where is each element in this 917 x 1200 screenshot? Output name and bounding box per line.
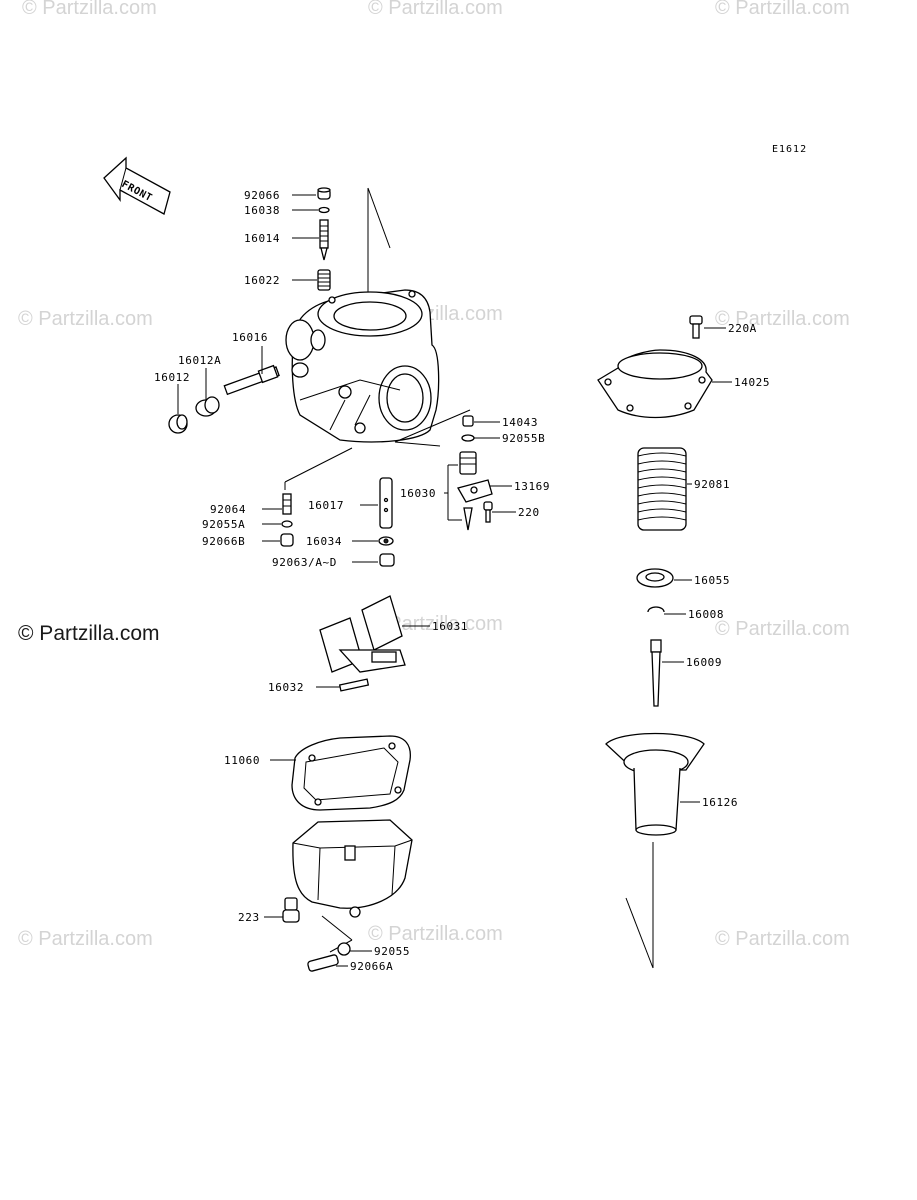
part-92063-main-jet [379,553,395,567]
watermark: © Partzilla.com [715,308,850,330]
part-label: 14025 [734,376,770,389]
part-label: 16009 [686,656,722,669]
part-label: 16030 [400,487,436,500]
part-float-bowl [292,819,413,918]
watermark: © Partzilla.com [715,618,850,640]
part-label: 13169 [514,480,550,493]
part-label: 220A [728,322,757,335]
watermark-prominent: © Partzilla.com [18,622,160,645]
part-label: 16032 [268,681,304,694]
part-label: 16126 [702,796,738,809]
part-label: 16016 [232,331,268,344]
part-92081-spring [637,447,687,531]
watermark: © Partzilla.com [715,0,850,19]
leader-lines [177,194,732,967]
watermark: © Partzilla.com [18,308,153,330]
watermark: © Partzilla.com [368,613,503,635]
part-label: 92066A [350,960,393,973]
part-label: 16031 [432,620,468,633]
part-220A-screw [689,315,703,339]
part-label: 220 [518,506,540,519]
part-92055A-o-ring [281,520,293,528]
part-carburetor-body [285,289,440,443]
part-16030-valve-seat [459,451,477,531]
diagram-code: E1612 [772,144,807,155]
part-label: 92063/A~D [272,556,337,569]
part-16014-screw [319,219,329,261]
watermark: © Partzilla.com [18,928,153,950]
part-label: 16008 [688,608,724,621]
part-16032-pin [338,678,370,692]
part-11060-gasket [291,735,411,811]
part-220-screw [483,501,493,523]
part-16012A-fitting [195,396,220,417]
part-16022-spring [317,269,331,291]
front-arrow-icon: FRONT [103,156,171,215]
part-92066-cap [317,187,331,200]
part-16017-needle-jet [379,477,393,529]
part-223-screw [282,897,300,923]
part-label: 16034 [306,535,342,548]
part-label: 11060 [224,754,260,767]
part-label: 92066 [244,189,280,202]
watermark: © Partzilla.com [368,0,503,19]
part-92066A-plug [307,954,339,972]
part-label: 16012A [178,354,221,367]
part-92066B-cap [280,533,294,547]
part-16031-float [319,595,406,673]
part-label: 92081 [694,478,730,491]
watermark: © Partzilla.com [715,928,850,950]
part-label: 92055 [374,945,410,958]
part-label: 16012 [154,371,190,384]
part-label: 16038 [244,204,280,217]
part-13169-plate [457,479,493,503]
part-label: 92064 [210,503,246,516]
part-16008-clip [647,606,665,613]
part-label: 92066B [202,535,245,548]
part-92055B-o-ring [461,434,475,442]
part-labels: 92066 16038 16014 16022 16016 16012A 160… [154,189,770,973]
part-16012-fitting [168,414,188,434]
part-16009-needle [650,639,662,707]
part-92055-o-ring [337,942,351,956]
part-16016-pilot-screw [223,364,280,396]
part-label: 92055B [502,432,545,445]
part-92064-jet [282,493,292,515]
part-label: 92055A [202,518,245,531]
part-label: 16022 [244,274,280,287]
part-16055-holder [636,568,674,588]
part-label: 16055 [694,574,730,587]
part-16034-washer [378,536,394,546]
part-label: 16017 [308,499,344,512]
part-label: 14043 [502,416,538,429]
part-14043-plug [462,415,474,427]
part-14025-top-cover [597,349,713,419]
watermark: © Partzilla.com [22,0,157,19]
part-label: 223 [238,911,260,924]
watermark: © Partzilla.com [368,923,503,945]
part-16038-o-ring [318,206,330,214]
part-label: 16014 [244,232,280,245]
part-16126-diaphragm-piston [605,732,705,836]
